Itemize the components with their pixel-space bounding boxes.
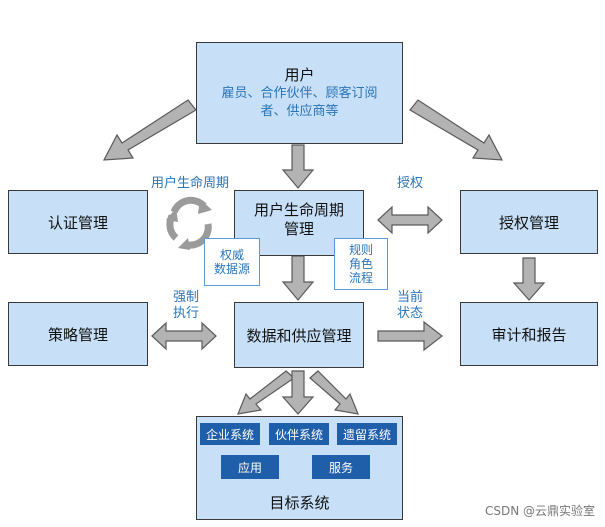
arrow-user-to-authz [409, 99, 504, 161]
enterprise-system-box: 企业系统 [200, 423, 260, 445]
arrow-data-to-target-center [281, 370, 315, 415]
application-label: 应用 [237, 460, 262, 475]
authorization-management-box: 授权管理 [460, 190, 598, 254]
application-box: 应用 [221, 455, 279, 479]
audit-report-label: 审计和报告 [491, 325, 567, 344]
rules-label-2: 角色 [348, 257, 373, 271]
arrow-data-to-target-right [309, 370, 359, 415]
auth-management-label: 认证管理 [47, 213, 108, 232]
policy-management-label: 策略管理 [47, 325, 108, 344]
lifecycle-label-2: 管理 [283, 220, 314, 238]
arrow-user-to-auth [102, 99, 197, 161]
arrow-data-to-target-left [237, 370, 295, 415]
arrow-lifecycle-to-data [281, 255, 315, 301]
user-desc-line1: 雇员、合作伙伴、顾客订阅 [221, 86, 378, 101]
current-state-label: 当前 状态 [390, 290, 430, 322]
authority-label-2: 数据源 [213, 262, 250, 276]
auth-management-box: 认证管理 [8, 190, 148, 254]
current-state-label-2: 状态 [396, 306, 423, 321]
legacy-system-box: 遗留系统 [337, 423, 397, 445]
lifecycle-label-1: 用户生命周期 [253, 201, 344, 219]
service-box: 服务 [312, 455, 370, 479]
user-box: 用户 雇员、合作伙伴、顾客订阅 者、供应商等 [196, 42, 403, 144]
legacy-system-label: 遗留系统 [342, 427, 391, 442]
authority-data-source-box: 权威 数据源 [204, 238, 260, 286]
rules-label-1: 规则 [348, 243, 373, 257]
data-supply-management-box: 数据和供应管理 [234, 302, 364, 368]
authority-label-1: 权威 [219, 248, 244, 262]
rules-label-3: 流程 [348, 271, 373, 285]
user-title: 用户 [284, 66, 315, 84]
authorization-management-label: 授权管理 [498, 213, 559, 232]
cycle-icon [166, 196, 212, 250]
watermark: CSDN @云鼎实验室 [484, 504, 595, 518]
enforce-label: 强制 执行 [166, 290, 206, 322]
target-system-label: 目标系统 [269, 494, 330, 512]
data-supply-management-label: 数据和供应管理 [246, 326, 352, 345]
arrow-lifecycle-authz [377, 205, 443, 235]
lifecycle-top-label: 用户生命周期 [150, 176, 229, 191]
enforce-label-2: 执行 [172, 306, 199, 321]
arrow-user-to-lifecycle [281, 144, 315, 189]
policy-management-box: 策略管理 [8, 302, 148, 366]
authorize-label: 授权 [396, 176, 423, 191]
audit-report-box: 审计和报告 [460, 302, 598, 366]
partner-system-box: 伙伴系统 [269, 423, 329, 445]
user-desc-line2: 者、供应商等 [260, 104, 339, 119]
rules-roles-process-box: 规则 角色 流程 [334, 238, 388, 290]
arrow-data-to-audit [377, 320, 443, 352]
partner-system-label: 伙伴系统 [274, 427, 323, 442]
enforce-label-1: 强制 [172, 290, 199, 305]
enterprise-system-label: 企业系统 [205, 427, 254, 442]
current-state-label-1: 当前 [396, 290, 423, 305]
service-label: 服务 [328, 460, 353, 475]
arrow-authz-to-audit [512, 257, 546, 301]
arrow-policy-data [151, 321, 217, 351]
